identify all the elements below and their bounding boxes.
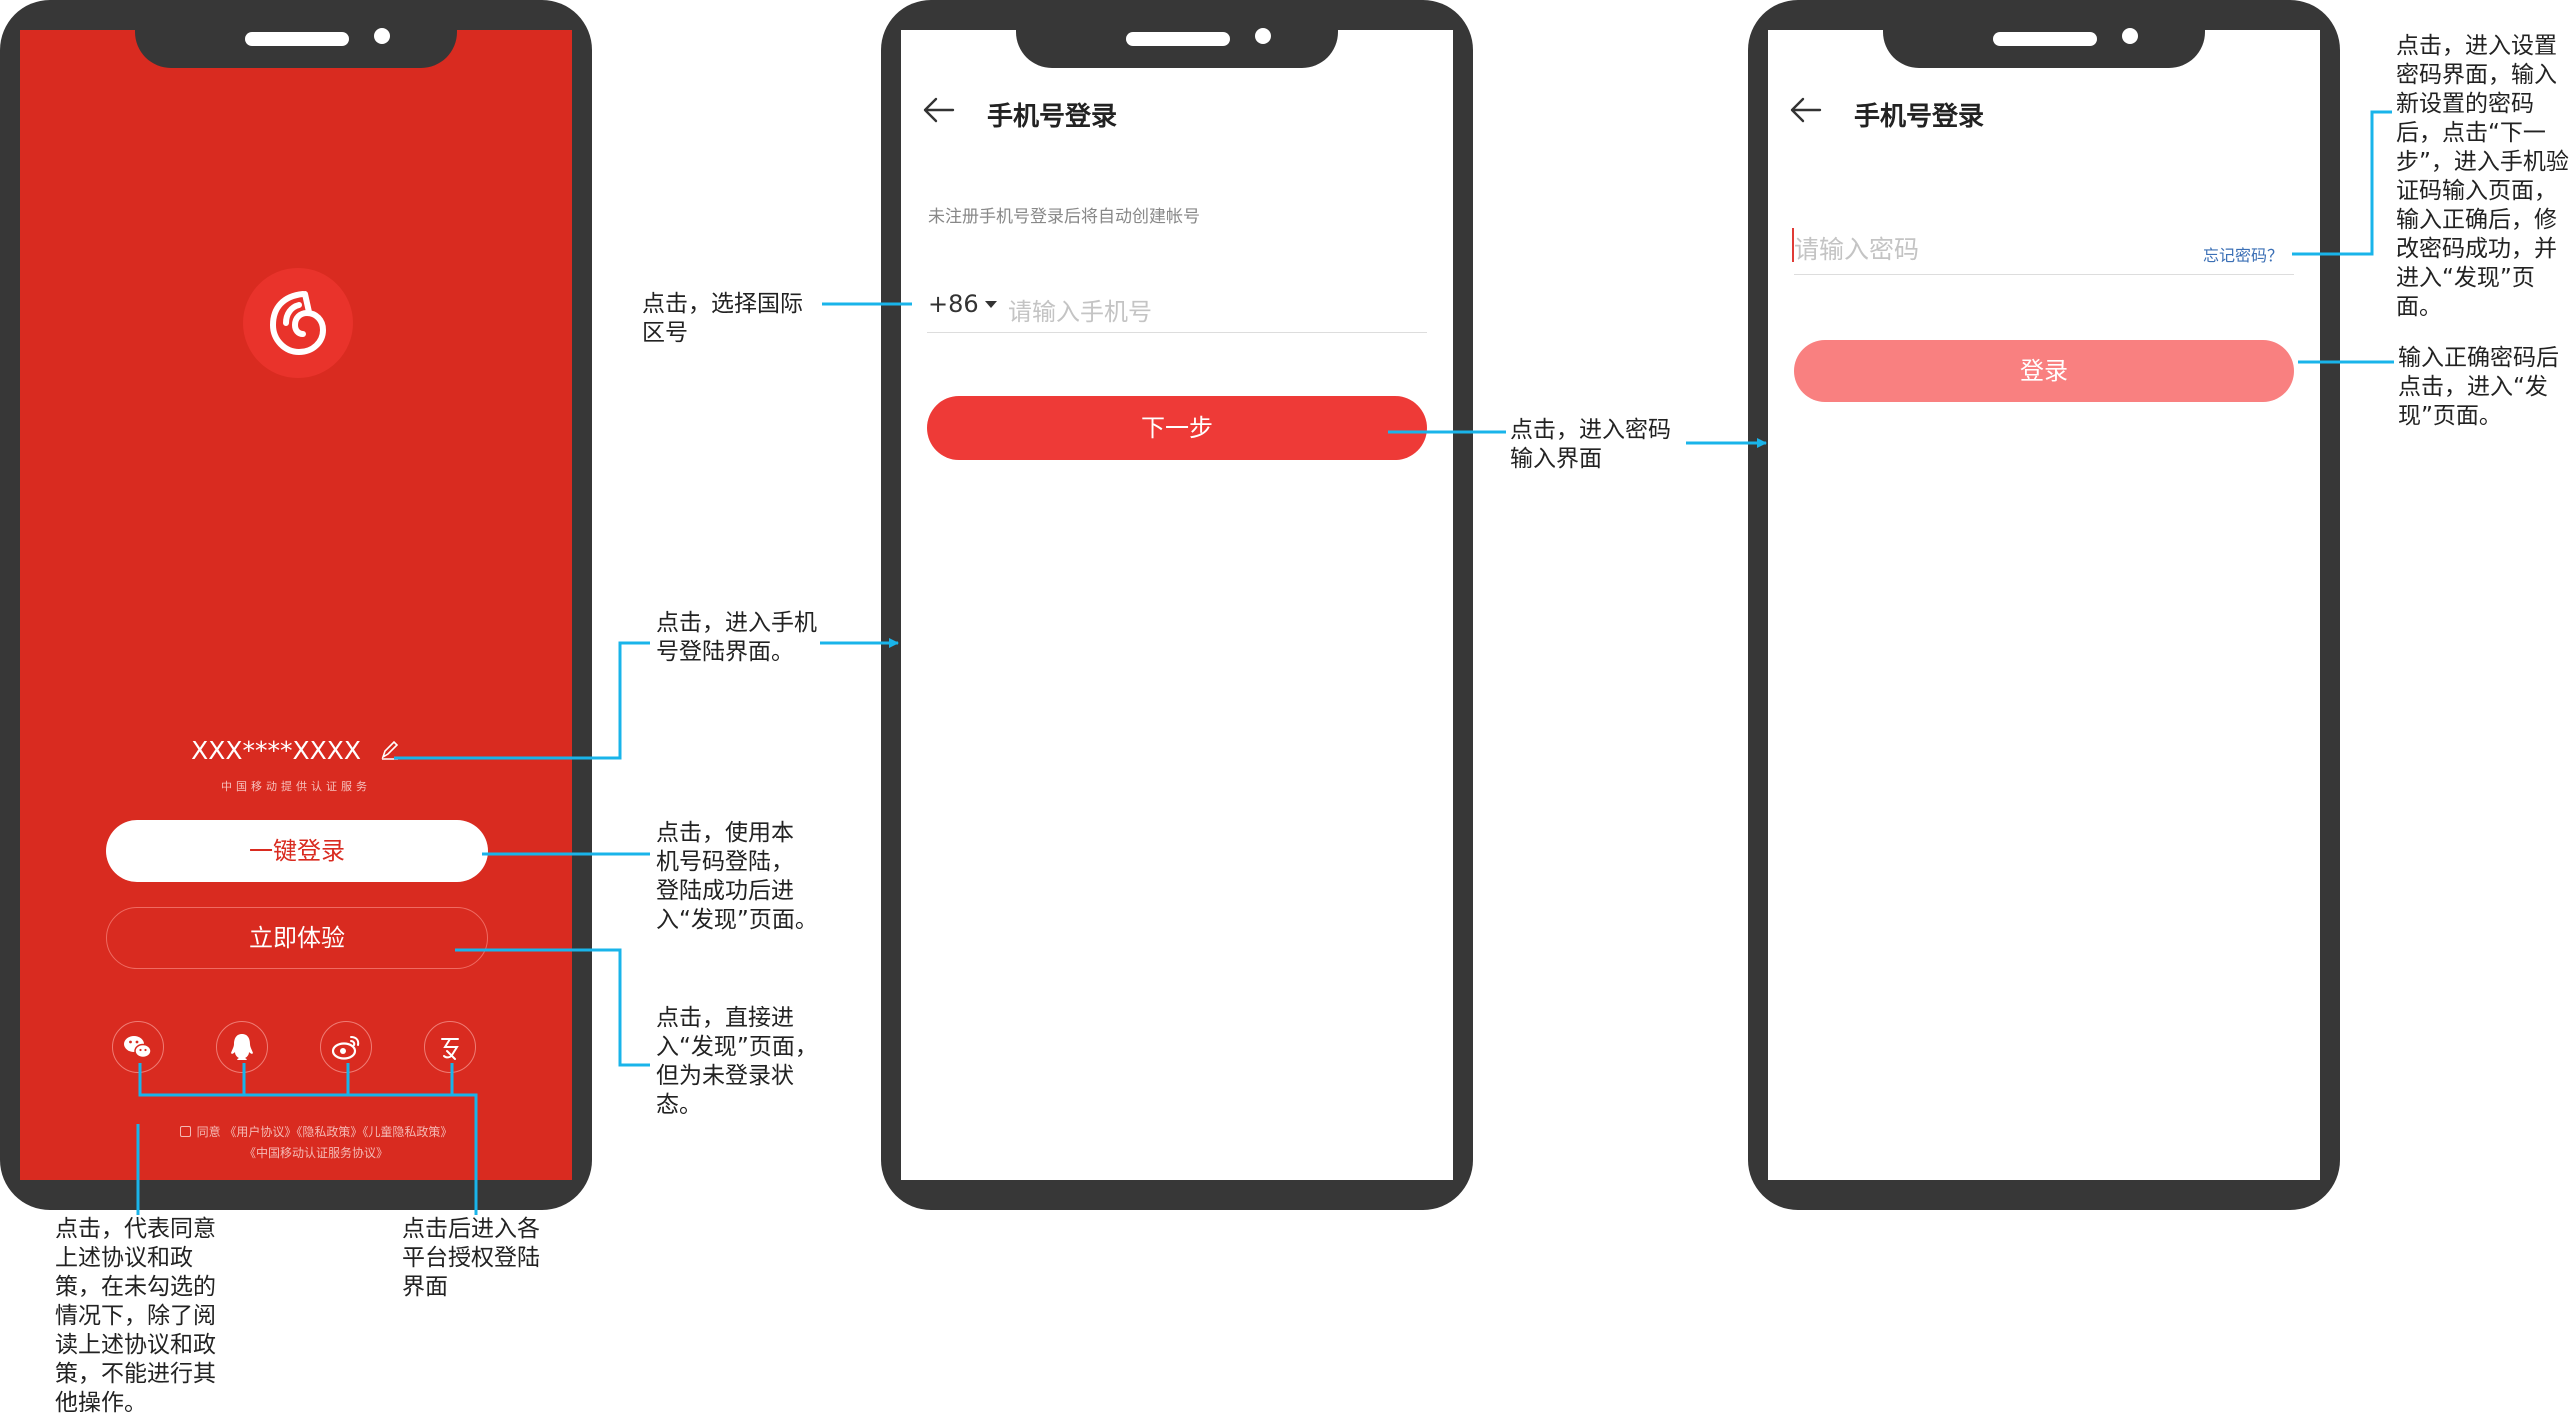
next-step-button[interactable]: 下一步	[927, 396, 1427, 460]
phone-number-input[interactable]: 请输入手机号	[1008, 298, 1152, 326]
back-arrow-icon[interactable]	[921, 94, 957, 130]
front-camera	[1255, 28, 1271, 44]
password-input[interactable]: 请输入密码	[1794, 235, 1920, 264]
annotation-forgot-password: 点击，进入设置 密码界面，输入 新设置的密码 后，点击“下一 步”，进入手机验 …	[2396, 33, 2569, 320]
phone-frame-2: 手机号登录 未注册手机号登录后将自动创建帐号 +86 请输入手机号 下一步	[881, 0, 1473, 1210]
netease-mail-icon[interactable]	[424, 1021, 476, 1073]
text-cursor	[1792, 228, 1794, 262]
screen-password-login: 手机号登录 请输入密码 忘记密码？ 登录	[1768, 30, 2320, 1180]
speaker-grill	[1126, 32, 1230, 46]
agreement-text: 同意 《用户协议》《隐私政策》《儿童隐私政策》 《中国移动认证服务协议》	[126, 1122, 506, 1164]
masked-phone-number: XXX****XXXX	[20, 736, 572, 767]
agreement-checkbox[interactable]	[179, 1126, 191, 1137]
annotation-login: 输入正确密码后 点击，进入“发 现”页面。	[2398, 345, 2559, 429]
try-now-button[interactable]: 立即体验	[106, 907, 488, 969]
page-title: 手机号登录	[987, 102, 1118, 132]
annotation-social-login: 点击后进入各 平台授权登陆 界面	[402, 1216, 540, 1300]
qq-icon[interactable]	[216, 1021, 268, 1073]
one-click-login-button[interactable]: 一键登录	[106, 820, 488, 882]
annotation-try-now-to-phone-login: 点击，进入手机 号登陆界面。	[656, 610, 817, 665]
annotation-country-code: 点击，选择国际 区号	[642, 291, 803, 346]
auto-register-hint: 未注册手机号登录后将自动创建帐号	[928, 207, 1200, 227]
agreement-links-line2[interactable]: 《中国移动认证服务协议》	[243, 1146, 388, 1160]
chevron-down-icon	[984, 301, 997, 308]
annotation-try-now: 点击，直接进 入“发现”页面， 但为未登录状 态。	[656, 1005, 818, 1118]
pencil-icon[interactable]	[379, 738, 401, 767]
input-underline	[1794, 274, 2294, 275]
agreement-prefix: 同意	[196, 1125, 221, 1139]
provider-text: 中国移动提供认证服务	[221, 780, 371, 793]
agreement-links-line1[interactable]: 《用户协议》《隐私政策》《儿童隐私政策》	[224, 1125, 453, 1139]
annotation-next-step: 点击，进入密码 输入界面	[1510, 417, 1671, 472]
phone-frame-1: XXX****XXXX 中国移动提供认证服务 一键登录 立即体验	[0, 0, 592, 1210]
speaker-grill	[245, 32, 349, 46]
netease-music-logo-icon	[243, 268, 353, 378]
back-arrow-icon[interactable]	[1788, 94, 1824, 130]
annotation-one-click-login: 点击，使用本 机号码登陆， 登陆成功后进 入“发现”页面。	[656, 820, 818, 933]
weibo-icon[interactable]	[320, 1021, 372, 1073]
forgot-password-link[interactable]: 忘记密码？	[2203, 246, 2284, 265]
login-button[interactable]: 登录	[1794, 340, 2294, 402]
phone-frame-3: 手机号登录 请输入密码 忘记密码？ 登录	[1748, 0, 2340, 1210]
speaker-grill	[1993, 32, 2097, 46]
phone-notch	[1016, 0, 1338, 68]
wechat-icon[interactable]	[112, 1021, 164, 1073]
masked-number-text: XXX****XXXX	[191, 736, 361, 765]
phone-notch	[135, 0, 457, 68]
screen-one-click-login: XXX****XXXX 中国移动提供认证服务 一键登录 立即体验	[20, 30, 572, 1180]
front-camera	[374, 28, 390, 44]
country-code-selector[interactable]: +86	[928, 290, 997, 318]
country-code-text: +86	[928, 290, 979, 318]
front-camera	[2122, 28, 2138, 44]
phone-notch	[1883, 0, 2205, 68]
screen-phone-login: 手机号登录 未注册手机号登录后将自动创建帐号 +86 请输入手机号 下一步	[901, 30, 1453, 1180]
annotation-agreement: 点击，代表同意 上述协议和政 策，在未勾选的 情况下，除了阅 读上述协议和政 策…	[55, 1216, 216, 1416]
page-title: 手机号登录	[1854, 102, 1985, 132]
input-underline	[927, 332, 1427, 333]
